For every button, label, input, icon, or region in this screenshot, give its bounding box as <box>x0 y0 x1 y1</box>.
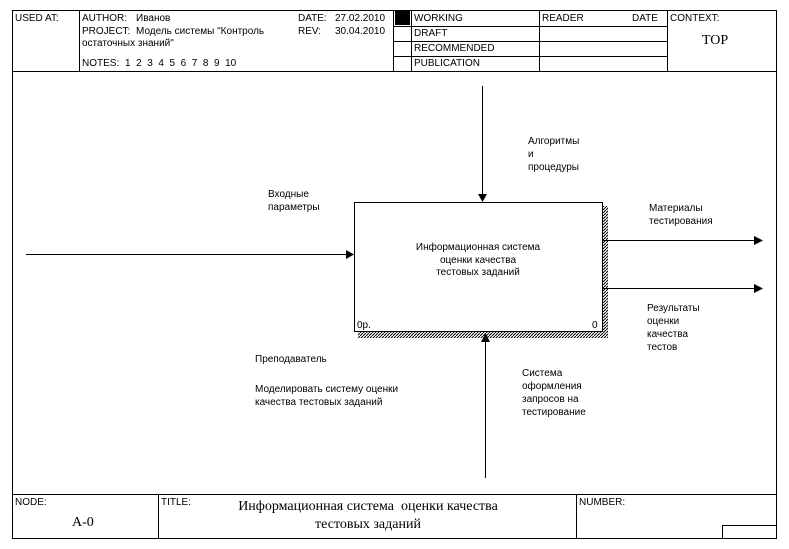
box-number-label: 0 <box>592 320 598 331</box>
node-label: NODE: <box>15 497 47 508</box>
number-label: NUMBER: <box>579 497 626 508</box>
input-label-line1: Входные <box>268 189 309 200</box>
footer-number-box <box>722 525 777 539</box>
activity-box <box>354 202 603 332</box>
status-row-line <box>393 41 667 42</box>
control-label-line1: Алгоритмы <box>528 136 580 147</box>
purpose-note-line1: Моделировать систему оценки <box>255 384 399 395</box>
output2-label-line2: оценки <box>647 316 680 327</box>
node-value: A-0 <box>72 515 94 530</box>
output2-arrow-head <box>754 284 763 293</box>
mechanism-label-line3: запросов на <box>522 394 579 405</box>
input-label-line2: параметры <box>268 202 320 213</box>
status-row-line <box>393 26 667 27</box>
reader-date-label: DATE <box>632 13 658 24</box>
mechanism-label-line1: Система <box>522 368 563 379</box>
control-arrow-head <box>478 194 487 202</box>
status-draft: DRAFT <box>414 28 448 39</box>
viewpoint-note: Преподаватель <box>255 354 327 365</box>
rev-value: 30.04.2010 <box>335 26 386 37</box>
output1-arrow-head <box>754 236 763 245</box>
control-label-line3: процедуры <box>528 162 579 173</box>
control-label-line2: и <box>528 149 534 160</box>
box-title-line3: тестовых заданий <box>436 267 520 278</box>
box-cost-label: 0р. <box>357 320 371 331</box>
project-value-line1: Модель системы "Контроль <box>136 26 265 37</box>
context-value: TOP <box>702 33 729 48</box>
mechanism-label-line2: оформления <box>522 381 582 392</box>
notes-label: NOTES: <box>82 58 120 69</box>
header-divider <box>79 10 80 72</box>
footer-divider <box>158 494 159 539</box>
footer-title-line1: Информационная система оценки качества <box>238 499 498 514</box>
rev-label: REV: <box>298 26 321 37</box>
context-label: CONTEXT: <box>670 13 720 24</box>
purpose-note-line2: качества тестовых заданий <box>255 397 383 408</box>
author-value: Иванов <box>136 13 171 24</box>
notes-value: 1 2 3 4 5 6 7 8 9 10 <box>125 58 237 69</box>
status-recommended: RECOMMENDED <box>414 43 495 54</box>
footer-divider <box>576 494 577 539</box>
output2-label-line3: качества <box>647 329 689 340</box>
used-at-label: USED AT: <box>15 13 59 24</box>
header-divider <box>667 10 668 72</box>
status-publication: PUBLICATION <box>414 58 480 69</box>
box-shadow-right <box>602 206 608 338</box>
status-row-line <box>393 56 667 57</box>
footer-frame <box>12 494 777 539</box>
author-label: AUTHOR: <box>82 13 127 24</box>
title-label: TITLE: <box>161 497 192 508</box>
output2-label-line4: тестов <box>647 342 678 353</box>
reader-label: READER <box>542 13 584 24</box>
date-label: DATE: <box>298 13 327 24</box>
working-marker <box>395 11 410 25</box>
box-title-line2: оценки качества <box>439 255 517 266</box>
date-value: 27.02.2010 <box>335 13 386 24</box>
box-title-line1: Информационная система <box>415 242 541 253</box>
input-arrow-head <box>346 250 354 259</box>
output2-label-line1: Результаты <box>647 303 700 314</box>
mechanism-arrow-head <box>481 333 490 342</box>
mechanism-label-line4: тестирование <box>522 407 586 418</box>
box-shadow-bottom <box>358 332 608 338</box>
project-value-line2: остаточных знаний" <box>82 38 174 49</box>
output1-label-line2: тестирования <box>649 216 713 227</box>
project-label: PROJECT: <box>82 26 131 37</box>
output1-label-line1: Материалы <box>649 203 703 214</box>
footer-title-line2: тестовых заданий <box>315 517 421 532</box>
status-working: WORKING <box>414 13 463 24</box>
